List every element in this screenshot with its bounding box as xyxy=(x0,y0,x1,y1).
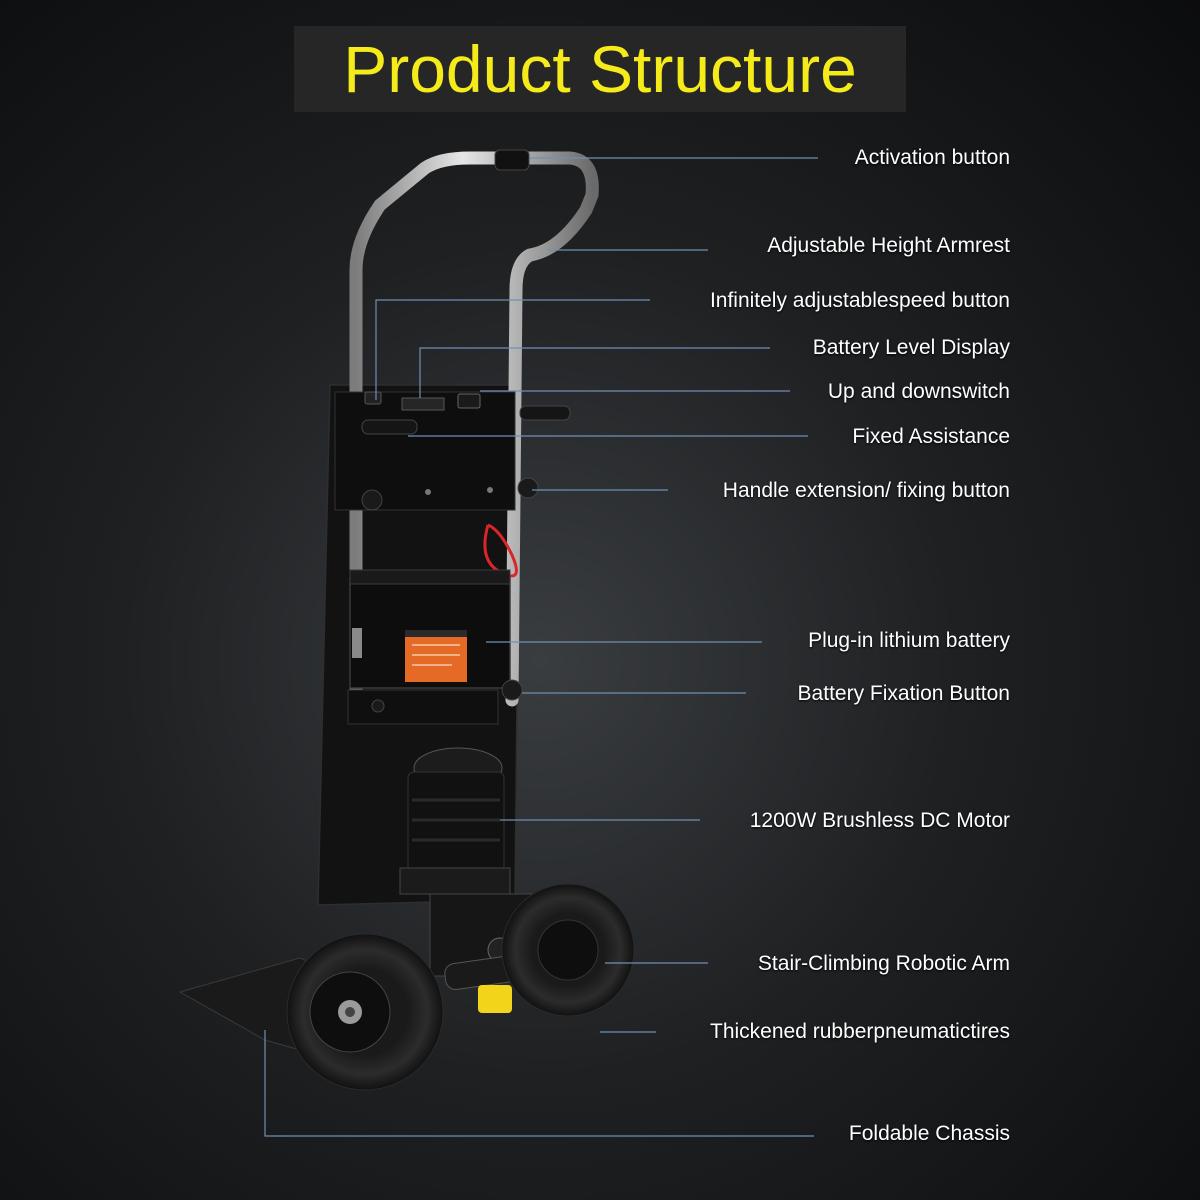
fixed-assistance-handle-right xyxy=(519,405,571,421)
label-foldable-chassis: Foldable Chassis xyxy=(848,1122,1010,1145)
speed-button xyxy=(364,391,382,405)
leader-lines xyxy=(264,157,818,1137)
label-fixed-assistance: Fixed Assistance xyxy=(852,425,1010,448)
label-lithium-battery: Plug-in lithium battery xyxy=(808,629,1010,652)
red-cable xyxy=(483,523,518,578)
label-speed-button: Infinitely adjustablespeed button xyxy=(709,289,1010,312)
handle-tube xyxy=(349,151,599,707)
label-pneumatic-tires: Thickened rubberpneumatictires xyxy=(710,1020,1010,1043)
battery-bracket xyxy=(347,689,499,725)
battery-warning-sticker xyxy=(405,630,467,682)
page-title: Product Structure xyxy=(343,32,857,106)
title-banner xyxy=(294,26,906,112)
yellow-roller-left xyxy=(478,985,512,1013)
activation-button xyxy=(494,149,530,171)
label-activation-button: Activation button xyxy=(854,146,1010,169)
battery-level-display xyxy=(401,397,445,411)
label-dc-motor: 1200W Brushless DC Motor xyxy=(749,809,1010,832)
control-panel xyxy=(334,391,516,511)
label-robotic-arm: Stair-Climbing Robotic Arm xyxy=(757,952,1010,975)
battery-fixation-knob xyxy=(501,679,523,701)
label-handle-extension: Handle extension/ fixing button xyxy=(722,479,1010,502)
fixing-knob-right xyxy=(517,477,539,499)
up-down-switch xyxy=(457,393,481,409)
label-battery-fixation-button: Battery Fixation Button xyxy=(797,682,1010,705)
label-up-down-switch: Up and downswitch xyxy=(827,380,1010,403)
brushless-motor xyxy=(407,771,505,873)
label-battery-level-display: Battery Level Display xyxy=(812,336,1010,359)
fixing-knob-left xyxy=(361,489,383,511)
label-adjustable-height-armrest: Adjustable Height Armrest xyxy=(767,234,1010,257)
fixed-assistance-handle-left xyxy=(361,419,418,435)
